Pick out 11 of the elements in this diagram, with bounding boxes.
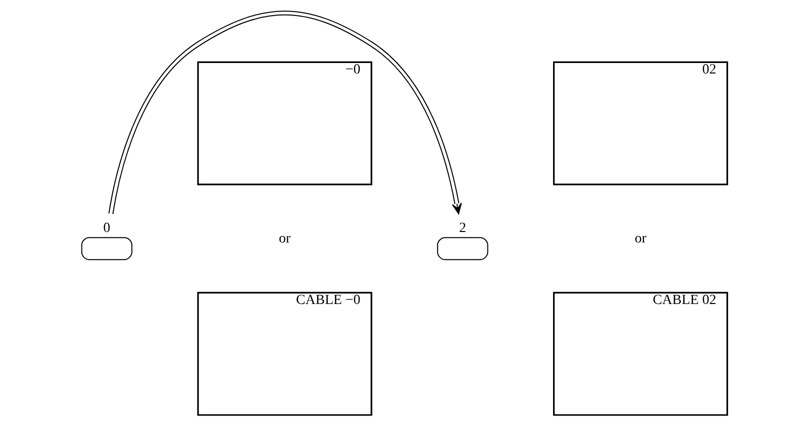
node-box: −0 xyxy=(196,60,372,185)
node-box xyxy=(436,236,488,260)
node-label: 2 xyxy=(458,219,466,236)
arrow xyxy=(108,10,462,214)
label: or xyxy=(278,230,290,246)
node-box xyxy=(80,236,132,260)
label: or xyxy=(634,230,646,246)
node-label: 0 xyxy=(102,219,110,236)
node-box: CABLE 02 xyxy=(552,291,728,416)
node-box: CABLE −0 xyxy=(196,291,372,416)
node-box: 02 xyxy=(552,60,728,185)
